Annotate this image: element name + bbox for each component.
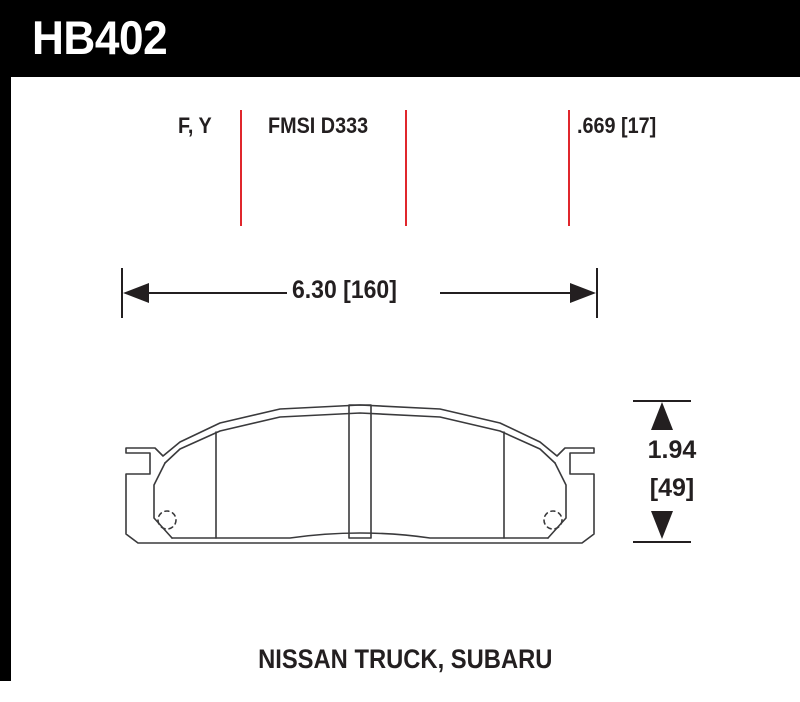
width-dimension-label: 6.30 [160] — [292, 276, 397, 304]
width-extension-line-left — [121, 268, 123, 318]
width-dimension-line-right — [440, 292, 582, 294]
spec-divider-3 — [568, 110, 570, 226]
pad-left-chamfer — [153, 462, 173, 539]
compound-code: F, Y — [178, 113, 212, 138]
locator-hole-left — [157, 510, 177, 530]
spec-divider-1 — [240, 110, 242, 226]
width-dimension-line-left — [137, 292, 287, 294]
height-dimension-label-inch: 1.94 — [647, 436, 697, 464]
pad-right-chamfer — [547, 462, 567, 539]
friction-material-top-edge — [164, 412, 556, 464]
center-slot — [348, 404, 372, 539]
height-arrow-down-icon — [651, 511, 673, 539]
width-arrow-left-icon — [123, 283, 149, 303]
width-arrow-right-icon — [570, 283, 596, 303]
pad-bottom-inner-arc — [171, 532, 549, 539]
fmsi-number: FMSI D333 — [268, 113, 369, 138]
width-extension-line-right — [596, 268, 598, 318]
brake-pad-outline-diagram — [125, 404, 595, 544]
header-bar — [0, 0, 800, 77]
spec-divider-2 — [405, 110, 407, 226]
height-extension-line-bottom — [633, 541, 691, 543]
height-dimension-label-mm: [49] — [649, 474, 695, 502]
height-extension-line-top — [633, 400, 691, 402]
vehicle-applications: NISSAN TRUCK, SUBARU — [11, 644, 800, 675]
height-arrow-up-icon — [651, 402, 673, 430]
left-border-bar — [0, 77, 11, 681]
page-title: HB402 — [32, 11, 168, 64]
vehicle-applications-text: NISSAN TRUCK, SUBARU — [258, 644, 553, 674]
thickness-value: .669 [17] — [577, 113, 657, 138]
locator-hole-right — [543, 510, 563, 530]
pad-backing-plate-outline — [125, 404, 595, 544]
